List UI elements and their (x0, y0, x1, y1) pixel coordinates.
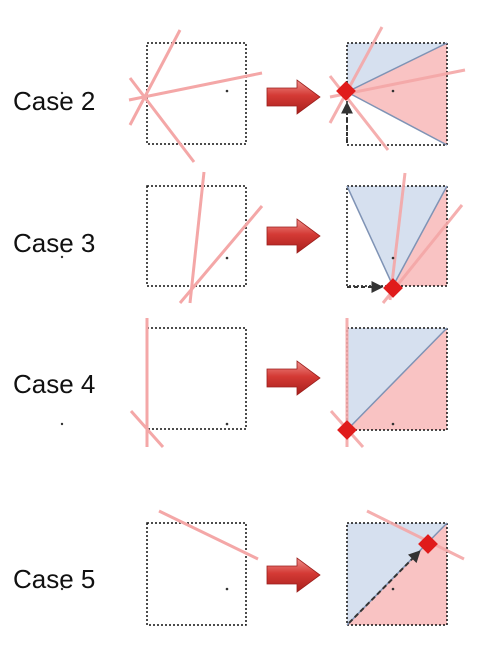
case-2-before-line-c (128, 77, 196, 163)
red-diamond-icon (418, 534, 438, 554)
case-2-before-line-b (128, 29, 182, 126)
case-2-after-edge-top (346, 42, 448, 93)
case-4-after (329, 318, 448, 448)
case-4-label: Case 4 (13, 369, 95, 399)
case-2-before (128, 29, 263, 163)
case-4-after-dot (391, 422, 395, 426)
case-4-before-line-b (129, 410, 165, 448)
case-3-after-edge-left (346, 185, 394, 287)
case-5-after-dot (391, 587, 395, 591)
case-5-after (346, 509, 465, 626)
case-3-before-line-a (188, 171, 206, 304)
case-5-dashed-arrow (348, 550, 421, 624)
case-3-label: Case 3 (13, 228, 95, 258)
case-3-before-line-b (178, 205, 264, 304)
case-2-label: Case 2 (13, 86, 95, 116)
case-4-origin-dot (60, 422, 64, 426)
case-2-row: Case 2 (13, 26, 466, 163)
case-4-before (129, 318, 247, 448)
case-5-origin-dot (60, 587, 64, 591)
case-2-after-dot (391, 89, 395, 93)
case-5-row: Case 5 (13, 509, 465, 626)
case-2-before-line-a (128, 71, 263, 102)
case-2-after-edge-bottom (346, 91, 448, 146)
red-diamond-icon (336, 81, 356, 101)
case-2-before-dot (225, 89, 229, 93)
case-4-before-dot (225, 422, 229, 426)
red-diamond-icon (337, 420, 357, 440)
case-2-transition-arrow (266, 79, 321, 115)
case-5-before (146, 509, 259, 626)
case-4-after-edge-diagonal (346, 327, 448, 431)
case-3-origin-dot (60, 255, 64, 259)
case-5-label: Case 5 (13, 564, 95, 594)
case-5-before-box (146, 522, 247, 626)
case-5-after-box (346, 522, 448, 626)
case-5-before-dot (225, 587, 229, 591)
case-3-before-dot (225, 256, 229, 260)
case-3-before-box (146, 185, 247, 287)
case-2-after-region-pink (347, 43, 447, 145)
case-2-after-line-b (328, 26, 384, 124)
case-5-transition-arrow (266, 557, 321, 593)
case-4-row: Case 4 (13, 318, 448, 448)
case-3-row: Case 3 (13, 171, 464, 304)
red-diamond-icon (383, 278, 403, 298)
case-5-before-line-a (158, 509, 259, 561)
case-3-after-edge-right (392, 185, 448, 287)
case-3-before (146, 171, 264, 304)
case-5-after-line-a (366, 509, 465, 561)
case-3-after-dot (391, 256, 395, 260)
case-4-before-box (146, 327, 247, 430)
case-2-origin-dot (60, 91, 64, 95)
case-3-transition-arrow (266, 218, 321, 254)
case-2-after (328, 26, 466, 151)
case-3-after (346, 172, 464, 304)
case-4-transition-arrow (266, 360, 321, 396)
